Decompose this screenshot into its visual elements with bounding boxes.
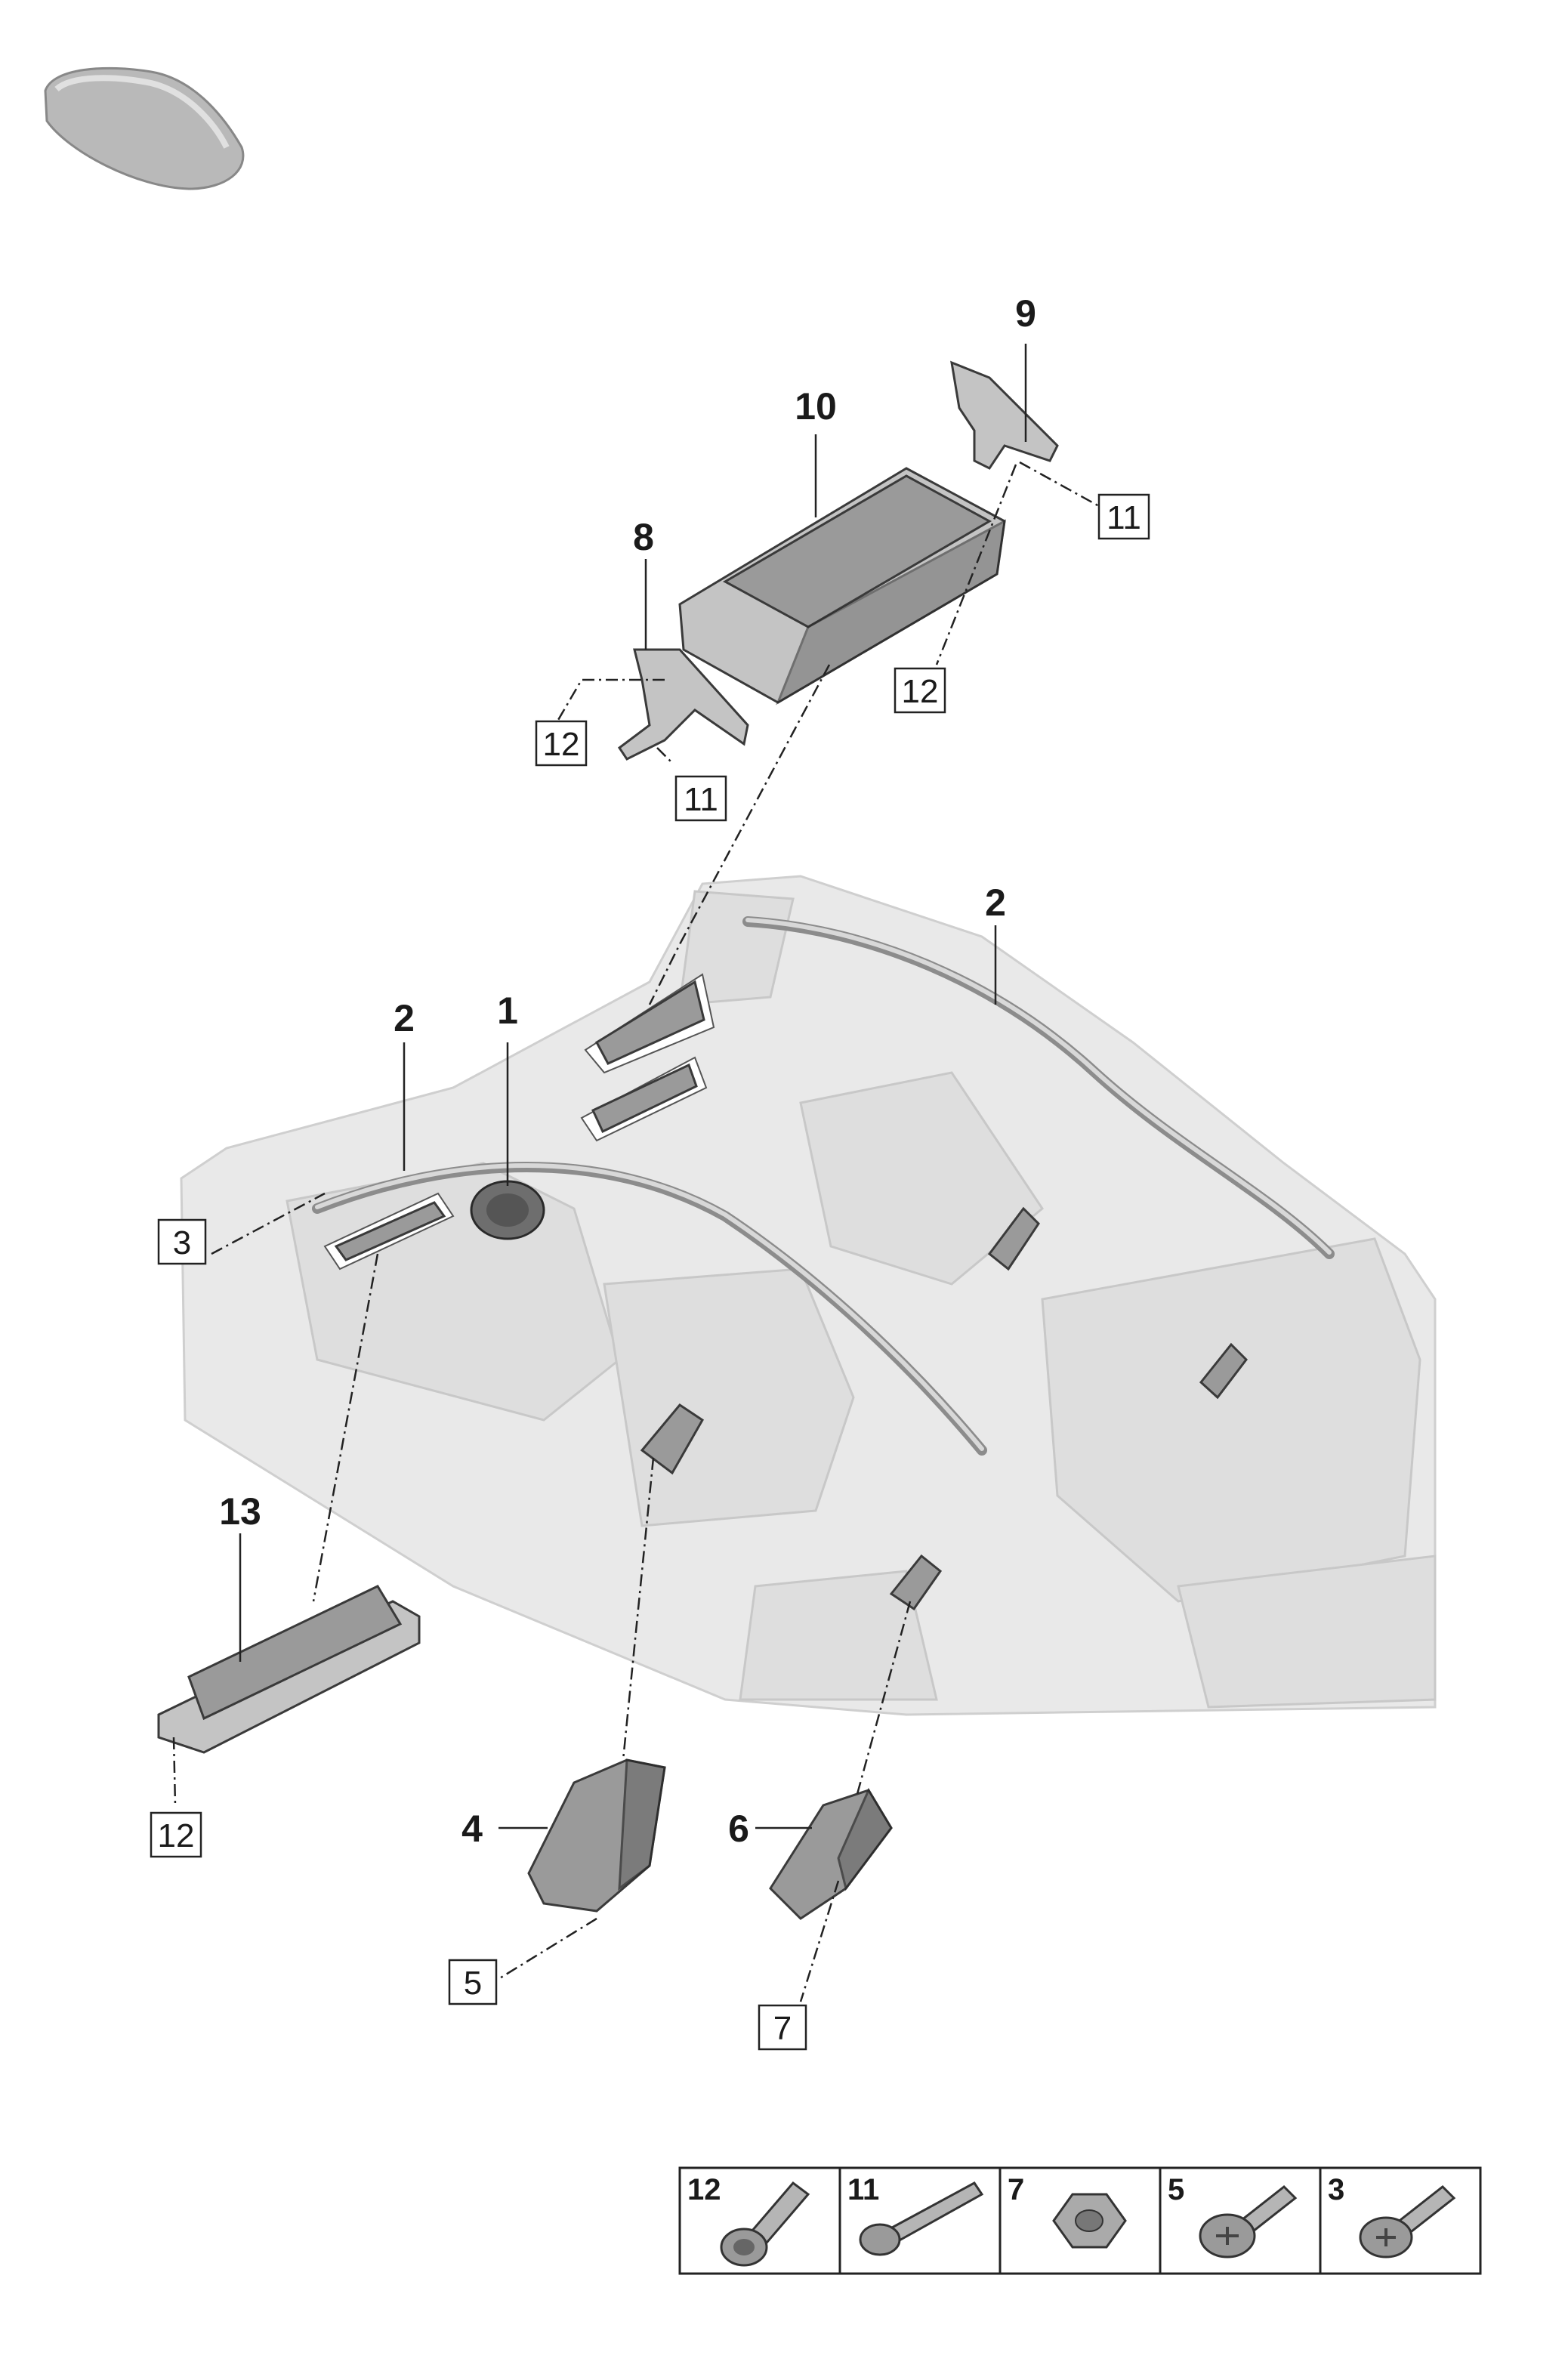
seat-airbags-far-side — [987, 1206, 1248, 1400]
passenger-airbag-module — [678, 467, 1006, 705]
curtain-airbag-left — [312, 1162, 987, 1456]
legend-num-5: 5 — [1168, 2173, 1184, 2206]
front-side-airbag-module — [527, 1758, 666, 1913]
callout-6: 6 — [728, 1808, 749, 1850]
legend-num-3: 3 — [1328, 2173, 1344, 2206]
leader-lines — [239, 344, 1027, 1829]
callout-10: 10 — [795, 385, 837, 428]
callout-8: 8 — [633, 516, 654, 558]
svg-text:3: 3 — [173, 1224, 191, 1261]
bracket-right — [950, 360, 1059, 470]
svg-text:5: 5 — [464, 1965, 482, 2002]
curtain-airbag-right — [742, 916, 1335, 1259]
legend-num-12: 12 — [687, 2173, 721, 2206]
callout-1: 1 — [497, 990, 518, 1032]
boxed-ref-12-bottom: 12 — [150, 1811, 202, 1858]
vehicle-thumbnail-icon — [44, 66, 245, 190]
front-seat-side-airbag-installed — [640, 1403, 704, 1475]
screw-pan-head-icon — [1199, 2184, 1298, 2258]
screw-torx-icon — [1359, 2184, 1456, 2258]
fastener-legend: 12 11 7 5 3 — [678, 2166, 1482, 2275]
callout-4: 4 — [461, 1808, 483, 1850]
boxed-ref-7: 7 — [758, 2004, 807, 2051]
passenger-airbag-installed — [580, 973, 715, 1142]
boxed-ref-12-left: 12 — [535, 720, 588, 767]
svg-text:12: 12 — [902, 673, 939, 710]
assembly-lines — [172, 461, 1100, 2002]
legend-num-11: 11 — [847, 2173, 879, 2206]
steering-wheel-airbag — [470, 1180, 545, 1240]
svg-text:11: 11 — [1107, 499, 1141, 536]
svg-text:12: 12 — [158, 1817, 195, 1854]
rear-side-airbag-module — [769, 1787, 893, 1920]
legend-num-7: 7 — [1008, 2173, 1024, 2206]
boxed-ref-12-right: 12 — [894, 667, 946, 714]
knee-airbag-installed — [323, 1192, 455, 1270]
bracket-left — [617, 648, 749, 761]
callout-9: 9 — [1015, 292, 1036, 335]
car-body-shell — [180, 875, 1437, 1716]
boxed-ref-11-right: 11 — [1097, 493, 1150, 540]
svg-text:7: 7 — [773, 2010, 792, 2047]
svg-text:11: 11 — [684, 781, 718, 818]
boxed-ref-5: 5 — [448, 1959, 498, 2005]
boxed-ref-3: 3 — [157, 1218, 207, 1265]
rear-seat-side-airbag-installed — [889, 1554, 943, 1611]
knee-airbag-module — [157, 1585, 421, 1754]
svg-text:12: 12 — [543, 726, 580, 763]
bolt-long-icon — [859, 2181, 984, 2256]
boxed-ref-11-left: 11 — [674, 775, 727, 822]
callout-2-right: 2 — [985, 881, 1006, 924]
callout-13: 13 — [219, 1490, 261, 1533]
callout-2-left: 2 — [394, 997, 415, 1039]
hex-nut-icon — [1052, 2193, 1127, 2249]
bolt-flange-icon — [720, 2181, 810, 2267]
